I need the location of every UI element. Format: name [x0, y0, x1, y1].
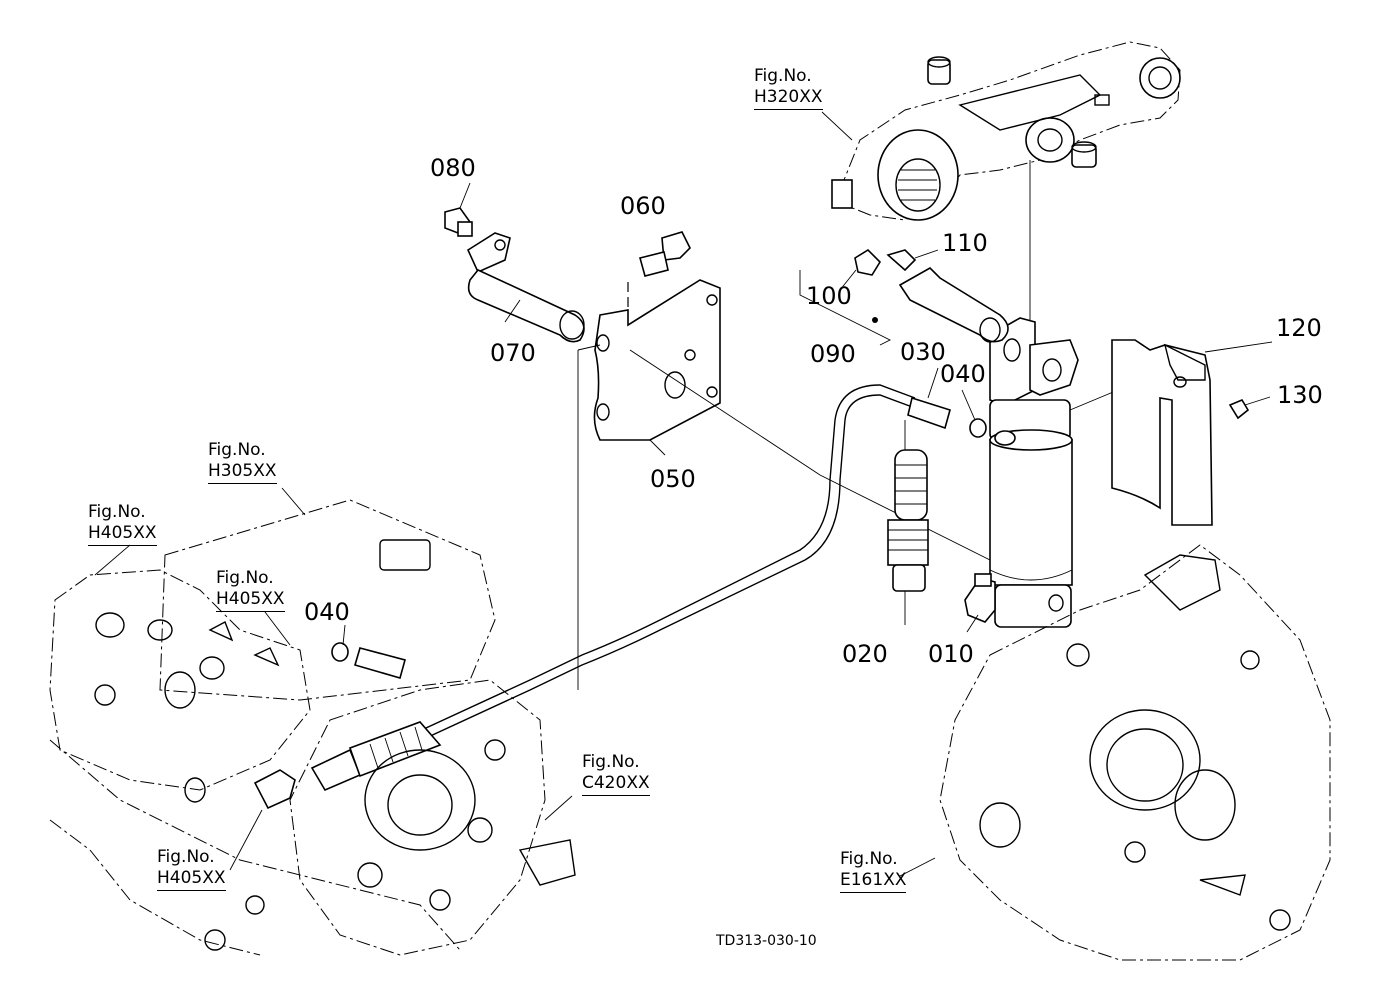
part-label-110[interactable]: 110 — [942, 229, 988, 257]
part-label-010[interactable]: 010 — [928, 640, 974, 668]
figure-ref-c420xx[interactable]: Fig.No. C420XX — [582, 752, 650, 796]
figure-ref-prefix: Fig.No. — [840, 849, 898, 869]
drawing-code: TD313-030-10 — [716, 933, 817, 949]
figure-ref-h405xx-middle[interactable]: Fig.No. H405XX — [216, 568, 285, 612]
figure-ref-prefix: Fig.No. — [157, 847, 215, 867]
figure-ref-h405xx-bottom[interactable]: Fig.No. H405XX — [157, 847, 226, 891]
part-label-070[interactable]: 070 — [490, 339, 536, 367]
figure-ref-code[interactable]: H405XX — [157, 868, 226, 891]
figure-ref-prefix: Fig.No. — [88, 502, 146, 522]
figure-ref-h305xx[interactable]: Fig.No. H305XX — [208, 440, 277, 484]
figure-ref-e161xx[interactable]: Fig.No. E161XX — [840, 849, 907, 893]
part-label-040-right[interactable]: 040 — [940, 360, 986, 388]
lift-arm-drawing — [831, 41, 1181, 221]
figure-ref-code[interactable]: C420XX — [582, 773, 650, 796]
cover-drawing — [1111, 339, 1250, 526]
transmission-case-right-drawing — [939, 544, 1331, 961]
part-label-060[interactable]: 060 — [620, 192, 666, 220]
figure-ref-h405xx-top[interactable]: Fig.No. H405XX — [88, 502, 157, 546]
part-label-020[interactable]: 020 — [842, 640, 888, 668]
hose-drawing — [253, 420, 996, 810]
figure-ref-code[interactable]: H405XX — [216, 589, 285, 612]
figure-ref-prefix: Fig.No. — [216, 568, 274, 588]
transmission-case-left-drawing — [289, 679, 576, 956]
hydraulic-pipe-drawing — [331, 384, 987, 781]
part-label-130[interactable]: 130 — [1277, 381, 1323, 409]
part-label-040-left[interactable]: 040 — [304, 598, 350, 626]
leader-lines — [94, 111, 1273, 877]
figure-ref-prefix: Fig.No. — [754, 66, 812, 86]
pin-assembly-drawing — [799, 248, 1009, 346]
bracket-drawing — [577, 279, 821, 690]
figure-ref-h320xx[interactable]: Fig.No. H320XX — [754, 66, 823, 110]
figure-ref-code[interactable]: H320XX — [754, 87, 823, 110]
part-label-050[interactable]: 050 — [650, 465, 696, 493]
figure-ref-code[interactable]: H405XX — [88, 523, 157, 546]
part-label-100[interactable]: 100 — [806, 282, 852, 310]
lift-cylinder-drawing — [819, 160, 1131, 628]
figure-ref-code[interactable]: E161XX — [840, 870, 907, 893]
figure-ref-prefix: Fig.No. — [208, 440, 266, 460]
part-label-030[interactable]: 030 — [900, 338, 946, 366]
part-label-120[interactable]: 120 — [1276, 314, 1322, 342]
pin-and-bolts-drawing — [444, 207, 691, 343]
part-label-090[interactable]: 090 — [810, 340, 856, 368]
hydraulic-housing-drawing — [49, 499, 496, 956]
figure-ref-code[interactable]: H305XX — [208, 461, 277, 484]
part-label-080[interactable]: 080 — [430, 154, 476, 182]
figure-ref-prefix: Fig.No. — [582, 752, 640, 772]
